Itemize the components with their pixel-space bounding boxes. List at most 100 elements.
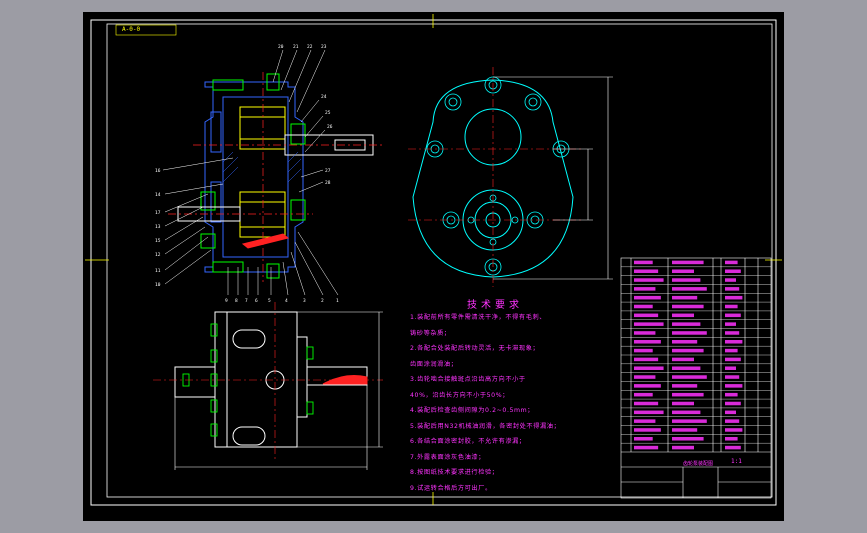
bom-cell-text xyxy=(672,384,698,388)
bom-cell-text xyxy=(634,375,656,379)
bom-cell-text xyxy=(725,437,738,441)
part-balloons: 20 21 22 23 24 25 26 27 28 16 14 17 13 1… xyxy=(155,44,339,304)
svg-text:15: 15 xyxy=(155,238,161,244)
bom-cell-text xyxy=(672,392,704,397)
tech-requirement-line: 1.装配前所有零件需清洗干净，不得有毛刺、 xyxy=(410,314,547,321)
bom-cell-text xyxy=(634,437,653,441)
svg-text:9: 9 xyxy=(225,298,228,304)
tech-requirement-line: 6.各结合面涂密封胶，不允许有渗漏； xyxy=(410,438,526,445)
bom-cell-text xyxy=(634,410,664,415)
bom-cell-text xyxy=(725,269,741,273)
bom-cell-text xyxy=(634,366,664,370)
bom-cell-text xyxy=(725,313,741,318)
bom-cell-text xyxy=(672,295,698,300)
bom-cell-text xyxy=(672,322,701,326)
svg-text:17: 17 xyxy=(155,210,161,216)
bom-cell-text xyxy=(634,392,653,397)
bom-cell-text xyxy=(725,419,740,423)
bom-cell-text xyxy=(672,410,701,415)
svg-text:23: 23 xyxy=(321,44,327,50)
bom-cell-text xyxy=(725,304,738,309)
svg-text:10: 10 xyxy=(155,282,161,288)
svg-text:24: 24 xyxy=(321,94,327,100)
bom-cell-text xyxy=(672,278,701,282)
svg-text:11: 11 xyxy=(155,268,161,274)
bom-cell-text xyxy=(672,313,694,318)
svg-text:13: 13 xyxy=(155,224,161,230)
corner-tag: A-0-0 xyxy=(122,26,141,33)
bom-cell-text xyxy=(725,322,736,326)
outer-frame xyxy=(90,19,777,506)
tech-requirement-line: 4.装配后检查齿侧间隙为0.2~0.5mm； xyxy=(410,407,535,414)
bom-cell-text xyxy=(725,410,736,415)
top-view xyxy=(174,311,368,448)
bom-cell-text xyxy=(672,340,698,344)
tech-requirement-line: 8.按图纸技术要求进行检验； xyxy=(410,469,499,476)
bom-cell-text xyxy=(725,375,740,379)
bom-cell-text xyxy=(672,287,707,291)
svg-text:28: 28 xyxy=(325,180,331,186)
cad-viewport[interactable]: 20 21 22 23 24 25 26 27 28 16 14 17 13 1… xyxy=(83,12,784,521)
bom-cell-text xyxy=(725,340,743,344)
bom-cell-text xyxy=(634,322,664,326)
bom-cell-text xyxy=(634,419,656,423)
svg-text:2: 2 xyxy=(321,298,324,304)
bom-cell-text xyxy=(672,348,704,353)
tech-requirement-line: 2.各配合处装配后转动灵活，无卡滞现象； xyxy=(410,345,540,352)
svg-text:20: 20 xyxy=(278,44,284,50)
bom-cell-text xyxy=(672,304,704,309)
bom-cell-text xyxy=(634,348,653,353)
bom-cell-text xyxy=(725,287,740,291)
bom-cell-text xyxy=(725,428,743,432)
svg-text:3: 3 xyxy=(303,298,306,304)
bom-cell-text xyxy=(725,445,741,450)
bom-cell-text xyxy=(725,357,741,362)
tech-requirement-line: 3.齿轮啮合接触斑点沿齿高方向不小于 xyxy=(410,376,526,383)
bom-cell-text xyxy=(725,278,736,282)
bom-cell-text xyxy=(672,437,704,441)
bom-cell-text xyxy=(725,260,738,265)
section-view xyxy=(168,72,383,282)
svg-text:8: 8 xyxy=(235,298,238,304)
svg-text:27: 27 xyxy=(325,168,331,174)
inner-frame xyxy=(106,23,773,498)
bom-cell-text xyxy=(725,401,741,406)
bom-cell-text xyxy=(672,331,707,335)
bom-cell-text xyxy=(672,375,707,379)
bom-cell-text xyxy=(725,348,738,353)
bom-cell-text xyxy=(672,419,707,423)
svg-text:25: 25 xyxy=(325,110,331,116)
bom-cell-text xyxy=(672,269,694,273)
title-block-name: 齿轮泵装配图 xyxy=(683,461,714,467)
bom-cell-text xyxy=(634,357,659,362)
tech-requirements-title: 技术要求 xyxy=(467,300,523,311)
bom-cell-text xyxy=(672,445,694,450)
tech-requirement-line: 齿面涂润滑油； xyxy=(410,360,458,368)
bom-cell-text xyxy=(672,428,698,432)
bom-cell-text xyxy=(725,295,743,300)
tech-requirement-line: 9.试运转合格后方可出厂。 xyxy=(410,484,492,492)
tech-requirement-line: 40%，沿齿长方向不小于50%； xyxy=(410,391,509,399)
svg-text:22: 22 xyxy=(307,44,313,50)
svg-text:4: 4 xyxy=(285,298,288,304)
bom-cell-text xyxy=(634,384,661,388)
bom-cell-text xyxy=(672,366,701,370)
bom-cell-text xyxy=(634,340,661,344)
bom-cell-text xyxy=(634,313,659,318)
svg-text:7: 7 xyxy=(245,298,248,304)
svg-text:12: 12 xyxy=(155,252,161,258)
bom-cell-text xyxy=(672,357,694,362)
bom-cell-text xyxy=(634,428,661,432)
bom-cell-text xyxy=(634,331,656,335)
bom-cell-text xyxy=(725,366,736,370)
bom-cell-text xyxy=(634,295,661,300)
svg-text:21: 21 xyxy=(293,44,299,50)
bom-cell-text xyxy=(672,401,694,406)
svg-text:26: 26 xyxy=(327,124,333,130)
bom-cell-text xyxy=(634,278,664,282)
bom-cell-text xyxy=(634,287,656,291)
bom-cell-text xyxy=(634,445,659,450)
bom-cell-text xyxy=(725,384,743,388)
bom-cell-text xyxy=(634,269,659,273)
svg-text:14: 14 xyxy=(155,192,161,198)
